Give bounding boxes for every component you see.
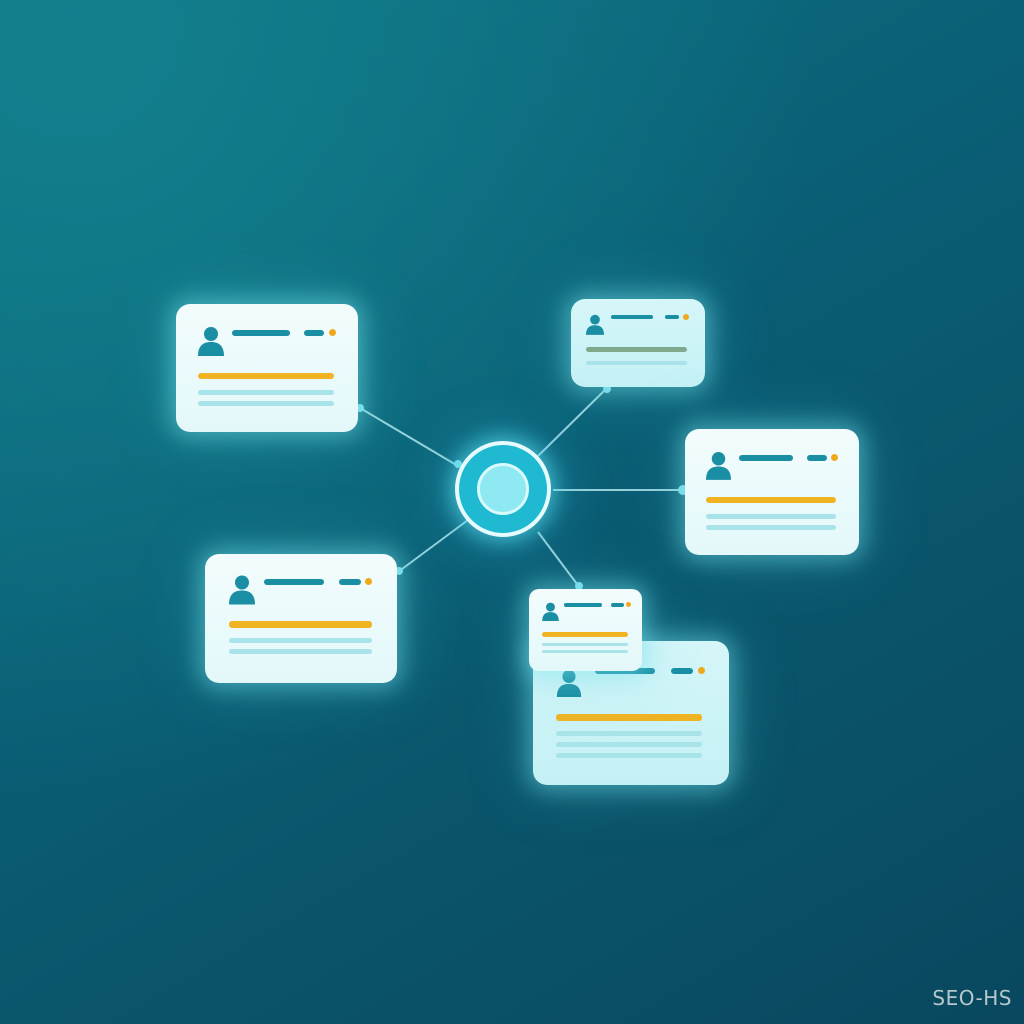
detail-line [706, 514, 836, 519]
tag-placeholder-bar [339, 579, 361, 585]
status-dot [365, 578, 372, 585]
detail-line [198, 390, 334, 395]
connector-endpoint [356, 404, 364, 412]
user-icon [542, 602, 559, 621]
accent-bar [586, 347, 687, 352]
watermark: SEO-HS [932, 986, 1012, 1010]
connector-endpoint [575, 582, 583, 590]
connector-endpoint [603, 385, 611, 393]
status-dot [831, 454, 838, 461]
detail-line [229, 638, 372, 643]
accent-bar [198, 373, 334, 379]
hub-node-icon[interactable] [455, 441, 551, 537]
detail-line [542, 643, 628, 646]
detail-line [556, 731, 702, 736]
connector-endpoint [395, 567, 403, 575]
connector-top-left [359, 407, 459, 467]
tag-placeholder-bar [807, 455, 827, 461]
detail-line [229, 649, 372, 654]
status-dot [626, 602, 631, 607]
user-icon [556, 669, 582, 697]
status-dot [698, 667, 705, 674]
accent-bar [229, 621, 372, 628]
profile-card-top-left[interactable] [176, 304, 358, 432]
detail-line [706, 525, 836, 530]
user-icon [706, 451, 731, 480]
profile-card-right[interactable] [685, 429, 859, 555]
connector-bottom-left [397, 519, 469, 573]
user-icon [586, 314, 604, 335]
user-icon [198, 326, 224, 356]
detail-line [542, 650, 628, 653]
detail-line [586, 361, 687, 365]
profile-card-bottom-left[interactable] [205, 554, 397, 683]
name-placeholder-bar [232, 330, 290, 336]
detail-line [556, 753, 702, 758]
detail-line [556, 742, 702, 747]
accent-bar [542, 632, 628, 637]
profile-card-top-right[interactable] [571, 299, 705, 387]
detail-line [198, 401, 334, 406]
name-placeholder-bar [595, 668, 655, 674]
connector-bottom-small [537, 531, 581, 589]
status-dot [329, 329, 336, 336]
name-placeholder-bar [739, 455, 793, 461]
tag-placeholder-bar [665, 315, 679, 319]
profile-card-bottom-small[interactable] [529, 589, 642, 671]
status-dot [683, 314, 689, 320]
name-placeholder-bar [611, 315, 653, 319]
tag-placeholder-bar [611, 603, 624, 607]
name-placeholder-bar [564, 603, 602, 607]
name-placeholder-bar [264, 579, 324, 585]
connector-top-right [537, 386, 609, 457]
hub-core [477, 463, 529, 515]
tag-placeholder-bar [671, 668, 693, 674]
tag-placeholder-bar [304, 330, 324, 336]
user-icon [229, 574, 255, 605]
accent-bar [556, 714, 702, 721]
accent-bar [706, 497, 836, 503]
